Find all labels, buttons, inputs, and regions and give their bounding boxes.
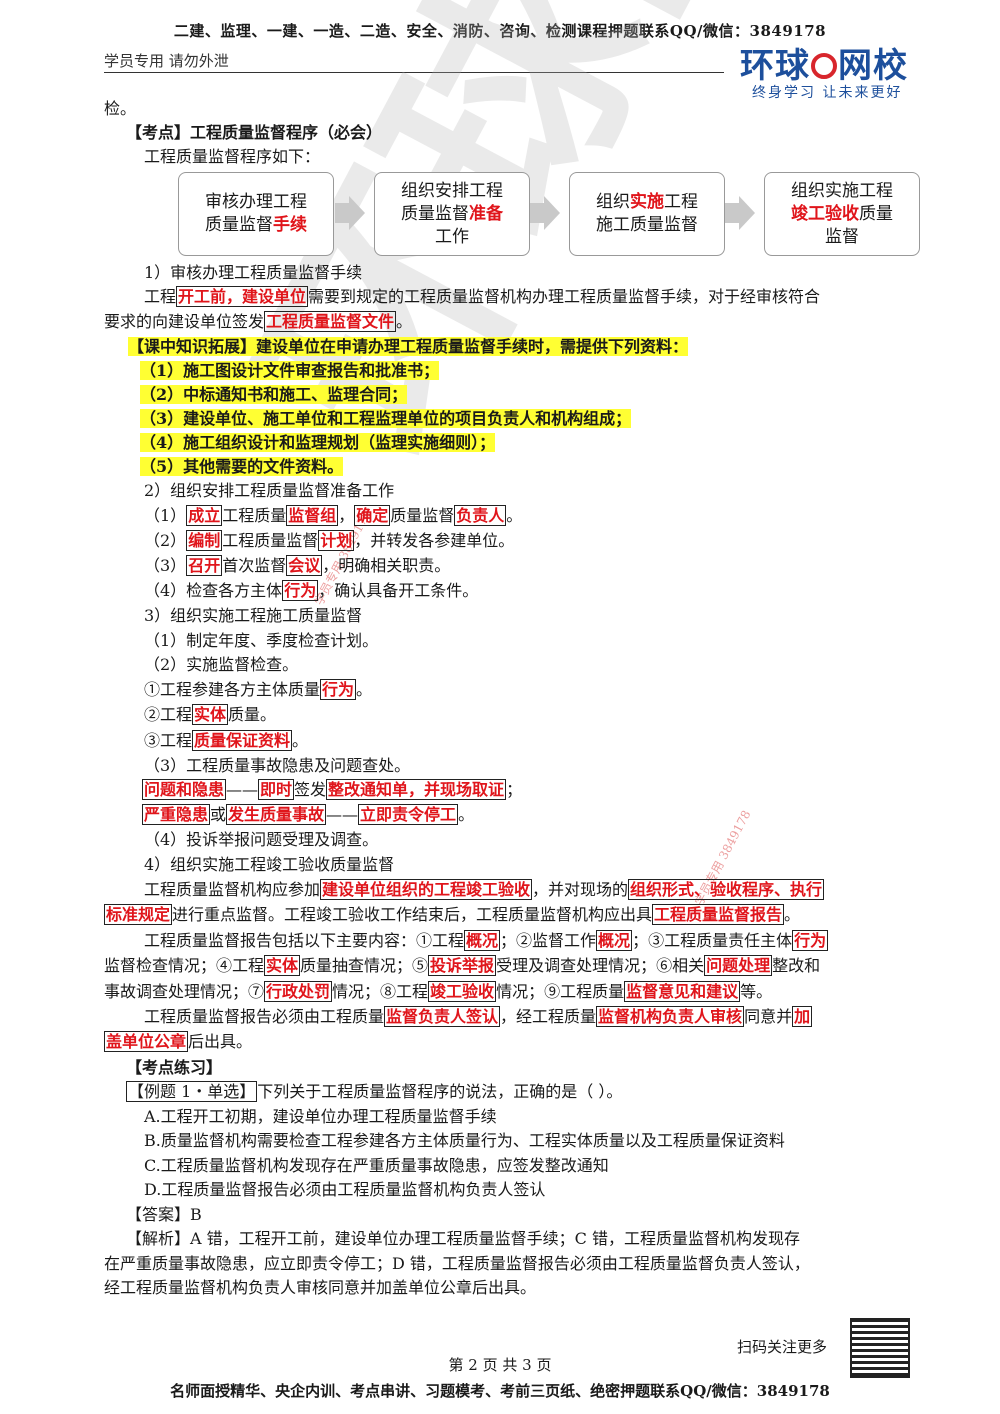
knowledge-ext-title: 【课中知识拓展】建设单位在申请办理工程质量监督手续时，需提供下列资料： <box>128 337 689 356</box>
step-3-rule-1: 问题和隐患——即时签发整改通知单，并现场取证； <box>142 779 523 800</box>
step-3-sub-2: ②工程实体质量。 <box>144 704 277 725</box>
step-2-heading: 2）组织安排工程质量监督准备工作 <box>144 481 395 500</box>
header-rule <box>104 72 724 73</box>
knowledge-item-2: （2）中标通知书和施工、监理合同； <box>140 385 408 404</box>
knowledge-item-3: （3）建设单位、施工单位和工程监理单位的项目负责人和机构组成； <box>140 409 632 428</box>
logo-text-1: 环球 <box>740 46 810 86</box>
report-sign-line-2: 盖单位公章后出具。 <box>104 1031 253 1052</box>
step-4-line-2: 标准规定进行重点监督。工程竣工验收工作结束后，工程质量监督机构应出具工程质量监督… <box>104 904 801 925</box>
confidential-note: 学员专用 请勿外泄 <box>104 52 229 70</box>
step-4-heading: 4）组织实施工程竣工验收质量监督 <box>144 855 395 874</box>
brand-slogan: 终身学习 让未来更好 <box>752 85 903 101</box>
question-stem: 【例题 1・单选】下列关于工程质量监督程序的说法，正确的是（ ）。 <box>126 1081 623 1102</box>
top-banner: 二建、监理、一建、一造、二造、安全、消防、咨询、检测课程押题联系QQ/微信：38… <box>173 22 827 40</box>
step-3-item-4: （4）投诉举报问题受理及调查。 <box>144 830 379 849</box>
step-2-item-4: （4）检查各方主体行为，确认具备开工条件。 <box>144 580 479 601</box>
page-number: 第 2 页 共 3 页 <box>448 1356 552 1374</box>
flow-step-3: 组织实施工程施工质量监督 <box>569 172 725 256</box>
step-1-heading: 1）审核办理工程质量监督手续 <box>144 263 363 282</box>
step-3-item-2: （2）实施监督检查。 <box>144 655 299 674</box>
intro-text: 工程质量监督程序如下： <box>144 147 321 166</box>
flow-arrow-3-head <box>739 196 755 230</box>
option-b: B.质量监督机构需要检查工程参建各方主体质量行为、工程实体质量以及工程质量保证资… <box>144 1131 785 1150</box>
section-heading: 【考点】工程质量监督程序（必会） <box>126 123 383 142</box>
analysis-line-3: 经工程质量监督机构负责人审核同意并加盖单位公章后出具。 <box>104 1278 537 1297</box>
para-1-line-2: 要求的向建设单位签发工程质量监督文件。 <box>104 311 413 332</box>
para-1-line-1: 工程开工前，建设单位需要到规定的工程质量监督机构办理工程质量监督手续，对于经审核… <box>144 286 821 307</box>
brand-logo: 环球网校 <box>740 38 908 87</box>
step-3-heading: 3）组织实施工程施工质量监督 <box>144 606 363 625</box>
answer: 【答案】B <box>126 1205 202 1224</box>
report-content-line-1: 工程质量监督报告包括以下主要内容：①工程概况；②监督工作概况；③工程质量责任主体… <box>144 930 829 951</box>
step-3-item-3: （3）工程质量事故隐患及问题查处。 <box>144 756 411 775</box>
step-2-item-1: （1）成立工程质量监督组，确定质量监督负责人。 <box>144 505 523 526</box>
knowledge-item-1: （1）施工图设计文件审查报告和批准书； <box>140 361 440 380</box>
step-3-rule-2: 严重隐患或发生质量事故——立即责令停工。 <box>142 804 475 825</box>
scan-follow-text: 扫码关注更多 <box>737 1338 828 1356</box>
option-d: D.工程质量监督报告必须由工程质量监督机构负责人签认 <box>144 1180 546 1199</box>
step-2-item-2: （2）编制工程质量监督计划，并转发各参建单位。 <box>144 530 515 551</box>
qr-code-icon[interactable] <box>850 1318 910 1378</box>
step-3-sub-1: ①工程参建各方主体质量行为。 <box>144 679 373 700</box>
step-3-sub-3: ③工程质量保证资料。 <box>144 730 309 751</box>
logo-play-icon <box>811 53 837 79</box>
option-c: C.工程质量监督机构发现存在严重质量事故隐患，应签发整改通知 <box>144 1156 609 1175</box>
step-3-item-1: （1）制定年度、季度检查计划。 <box>144 631 379 650</box>
step-2-item-3: （3）召开首次监督会议，明确相关职责。 <box>144 555 451 576</box>
analysis-line-2: 在严重质量事故隐患，应立即责令停工；D 错，工程质量监督报告必须由工程质量监督负… <box>104 1254 810 1273</box>
flow-arrow-1-head <box>349 196 365 230</box>
knowledge-item-5: （5）其他需要的文件资料。 <box>140 457 344 476</box>
report-sign-line-1: 工程质量监督报告必须由工程质量监督负责人签认，经工程质量监督机构负责人审核同意并… <box>144 1006 813 1027</box>
step-4-line-1: 工程质量监督机构应参加建设单位组织的工程竣工验收，并对现场的组织形式、验收程序、… <box>144 879 825 900</box>
analysis-line-1: 【解析】A 错，工程开工前，建设单位办理工程质量监督手续；C 错，工程质量监督机… <box>126 1229 800 1248</box>
knowledge-item-4: （4）施工组织设计和监理规划（监理实施细则）； <box>140 433 496 452</box>
footer-banner: 名师面授精华、央企内训、考点串讲、习题模考、考前三页纸、绝密押题联系QQ/微信：… <box>170 1382 830 1400</box>
practice-heading: 【考点练习】 <box>126 1058 223 1077</box>
flow-arrow-2-head <box>544 196 560 230</box>
flow-arrow-1 <box>335 203 349 223</box>
flow-step-2: 组织安排工程质量监督准备工作 <box>374 172 530 256</box>
para-continuation: 检。 <box>104 99 137 118</box>
flow-step-4: 组织实施工程竣工验收质量监督 <box>764 172 920 256</box>
logo-text-2: 网校 <box>838 46 908 86</box>
flow-step-1: 审核办理工程质量监督手续 <box>178 172 334 256</box>
flow-arrow-2 <box>530 203 544 223</box>
flow-arrow-3 <box>725 203 739 223</box>
option-a: A.工程开工初期，建设单位办理工程质量监督手续 <box>144 1107 497 1126</box>
